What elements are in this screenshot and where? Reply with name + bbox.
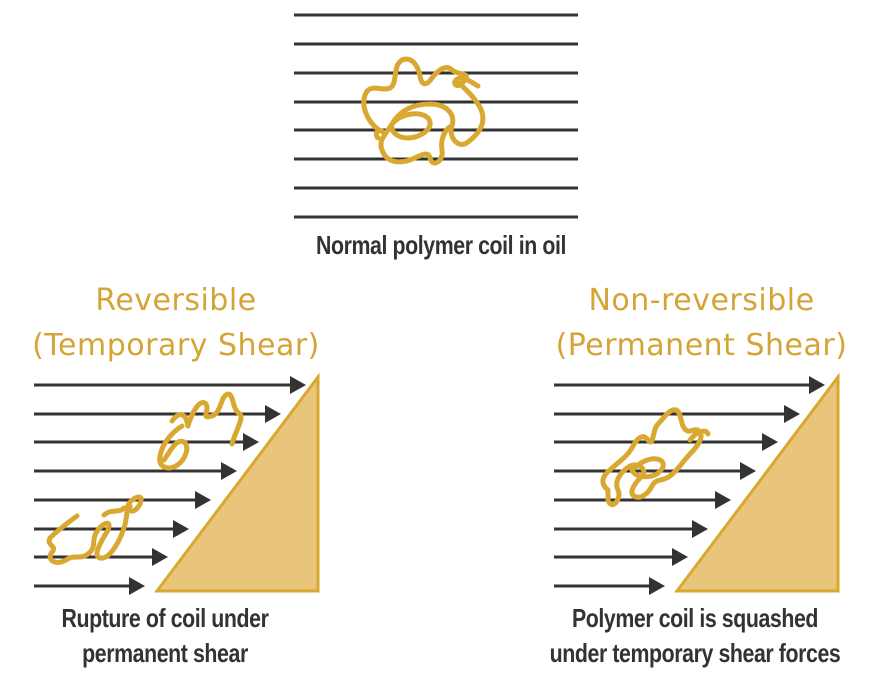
right-caption-line2: under temporary shear forces: [549, 638, 841, 668]
polymer-coil-ruptured-lower-icon: [46, 494, 144, 565]
left-shear-wedge: [153, 372, 320, 593]
left-caption-line2: permanent shear: [82, 638, 248, 668]
left-caption-line1: Rupture of coil under: [61, 603, 269, 633]
right-shear-wedge: [673, 372, 840, 593]
polymer-coil-relaxed-icon: [361, 56, 486, 166]
right-flow-arrows: [554, 376, 825, 595]
right-title-line2: (Permanent Shear): [555, 328, 848, 363]
polymer-coil-ruptured-upper-icon: [157, 391, 244, 471]
left-flow-arrows: [34, 376, 306, 595]
right-title-line1: Non-reversible: [588, 283, 815, 318]
oil-lines: [294, 13, 578, 219]
polymer-coil-squashed-icon: [600, 407, 711, 508]
top-caption: Normal polymer coil in oil: [316, 230, 566, 260]
left-title-line1: Reversible: [95, 283, 257, 318]
left-title-line2: (Temporary Shear): [32, 328, 320, 363]
right-caption-line1: Polymer coil is squashed: [571, 603, 819, 633]
